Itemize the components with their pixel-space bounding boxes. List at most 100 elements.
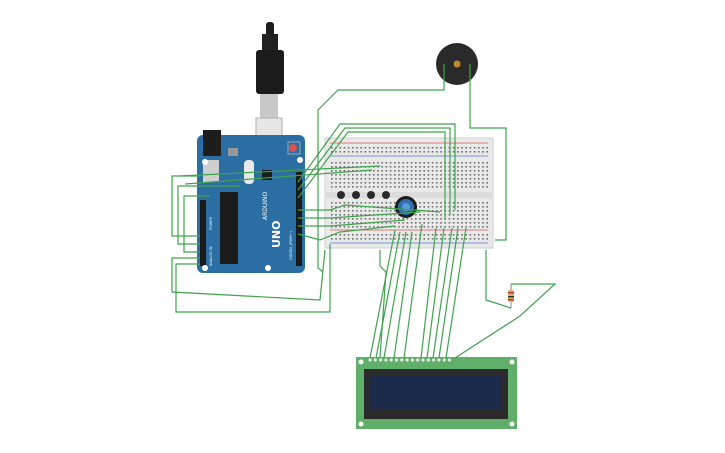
wire-lcd-8 xyxy=(432,227,453,359)
breadboard-hole xyxy=(335,162,337,164)
breadboard-hole xyxy=(339,166,341,168)
resistor[interactable] xyxy=(508,284,514,308)
breadboard-hole xyxy=(385,178,388,180)
lcd-pin xyxy=(421,358,425,362)
breadboard-hole xyxy=(394,186,396,188)
breadboard-hole xyxy=(461,238,463,240)
breadboard-hole xyxy=(452,202,455,204)
breadboard-hole xyxy=(440,162,442,164)
breadboard-hole xyxy=(339,147,341,149)
breadboard-hole xyxy=(482,226,484,228)
breadboard-hole xyxy=(419,147,421,149)
breadboard-hole xyxy=(444,226,446,228)
breadboard-hole xyxy=(452,166,455,168)
breadboard-hole xyxy=(360,226,362,228)
wire-bottom-2 xyxy=(175,244,331,313)
breadboard[interactable] xyxy=(324,137,494,249)
breadboard-hole xyxy=(415,222,417,224)
piezo-buzzer[interactable] xyxy=(436,43,478,85)
potentiometer[interactable] xyxy=(395,196,417,218)
breadboard-hole xyxy=(444,222,446,224)
breadboard-hole xyxy=(473,206,476,208)
breadboard-hole xyxy=(394,238,396,240)
breadboard-hole xyxy=(461,210,463,212)
breadboard-hole xyxy=(385,151,388,153)
pushbutton-3[interactable] xyxy=(367,191,375,199)
breadboard-hole xyxy=(482,166,484,168)
breadboard-hole xyxy=(469,206,472,208)
breadboard-hole xyxy=(368,186,371,188)
lcd-pin xyxy=(416,358,420,362)
wires[interactable] xyxy=(171,64,557,359)
breadboard-hole xyxy=(402,162,404,164)
breadboard-hole xyxy=(440,238,442,240)
breadboard-hole xyxy=(389,166,392,168)
breadboard-hole xyxy=(406,151,409,153)
breadboard-hole xyxy=(410,186,413,188)
breadboard-hole xyxy=(448,226,451,228)
breadboard-hole xyxy=(427,202,430,204)
breadboard-hole xyxy=(457,147,459,149)
breadboard-hole xyxy=(415,170,417,172)
arduino-board[interactable]: ARDUINO UNO DIGITAL (PWM~) POWER ANALOG … xyxy=(197,130,305,273)
wire-lcd-6 xyxy=(420,227,437,359)
lcd-pin xyxy=(447,358,452,362)
breadboard-hole xyxy=(352,178,354,180)
breadboard-hole xyxy=(431,178,434,180)
breadboard-hole xyxy=(373,174,375,176)
pushbutton-2[interactable] xyxy=(352,191,360,199)
breadboard-hole xyxy=(406,182,409,184)
pushbutton-4[interactable] xyxy=(382,191,390,199)
breadboard-hole xyxy=(427,162,430,164)
breadboard-hole xyxy=(440,147,442,149)
breadboard-hole xyxy=(331,218,333,220)
wire-res-1 xyxy=(485,250,512,309)
breadboard-hole xyxy=(381,206,383,208)
breadboard-hole xyxy=(410,166,413,168)
breadboard-hole xyxy=(478,178,480,180)
breadboard-hole xyxy=(406,234,409,236)
reset-button[interactable] xyxy=(289,144,297,152)
breadboard-hole xyxy=(457,162,459,164)
breadboard-hole xyxy=(440,214,442,216)
pushbuttons[interactable] xyxy=(337,191,390,199)
breadboard-hole xyxy=(339,218,341,220)
breadboard-hole xyxy=(373,178,375,180)
breadboard-hole xyxy=(465,166,467,168)
breadboard-hole xyxy=(389,210,392,212)
breadboard-hole xyxy=(394,151,396,153)
usb-cable[interactable] xyxy=(255,22,284,153)
breadboard-hole xyxy=(352,162,354,164)
lcd-module[interactable] xyxy=(356,357,517,429)
breadboard-hole xyxy=(381,182,383,184)
breadboard-hole xyxy=(343,210,346,212)
breadboard-hole xyxy=(394,162,396,164)
breadboard-hole xyxy=(368,162,371,164)
breadboard-hole xyxy=(482,178,484,180)
breadboard-hole xyxy=(394,182,396,184)
wire-gnd-1 xyxy=(179,165,381,177)
breadboard-hole xyxy=(482,162,484,164)
breadboard-hole xyxy=(356,182,358,184)
breadboard-hole xyxy=(436,174,438,176)
breadboard-hole xyxy=(478,174,480,176)
breadboard-hole xyxy=(352,147,354,149)
breadboard-hole xyxy=(461,151,463,153)
breadboard-hole xyxy=(331,174,333,176)
breadboard-hole xyxy=(385,210,388,212)
breadboard-hole xyxy=(339,214,341,216)
breadboard-hole xyxy=(486,238,488,240)
breadboard-hole xyxy=(347,166,350,168)
breadboard-hole xyxy=(423,170,425,172)
breadboard-hole xyxy=(486,162,488,164)
breadboard-hole xyxy=(360,182,362,184)
breadboard-hole xyxy=(410,218,413,220)
breadboard-hole xyxy=(473,166,476,168)
breadboard-hole xyxy=(368,202,371,204)
breadboard-hole xyxy=(347,170,350,172)
breadboard-hole xyxy=(457,170,459,172)
pushbutton-1[interactable] xyxy=(337,191,345,199)
breadboard-hole xyxy=(457,174,459,176)
breadboard-hole xyxy=(335,174,337,176)
